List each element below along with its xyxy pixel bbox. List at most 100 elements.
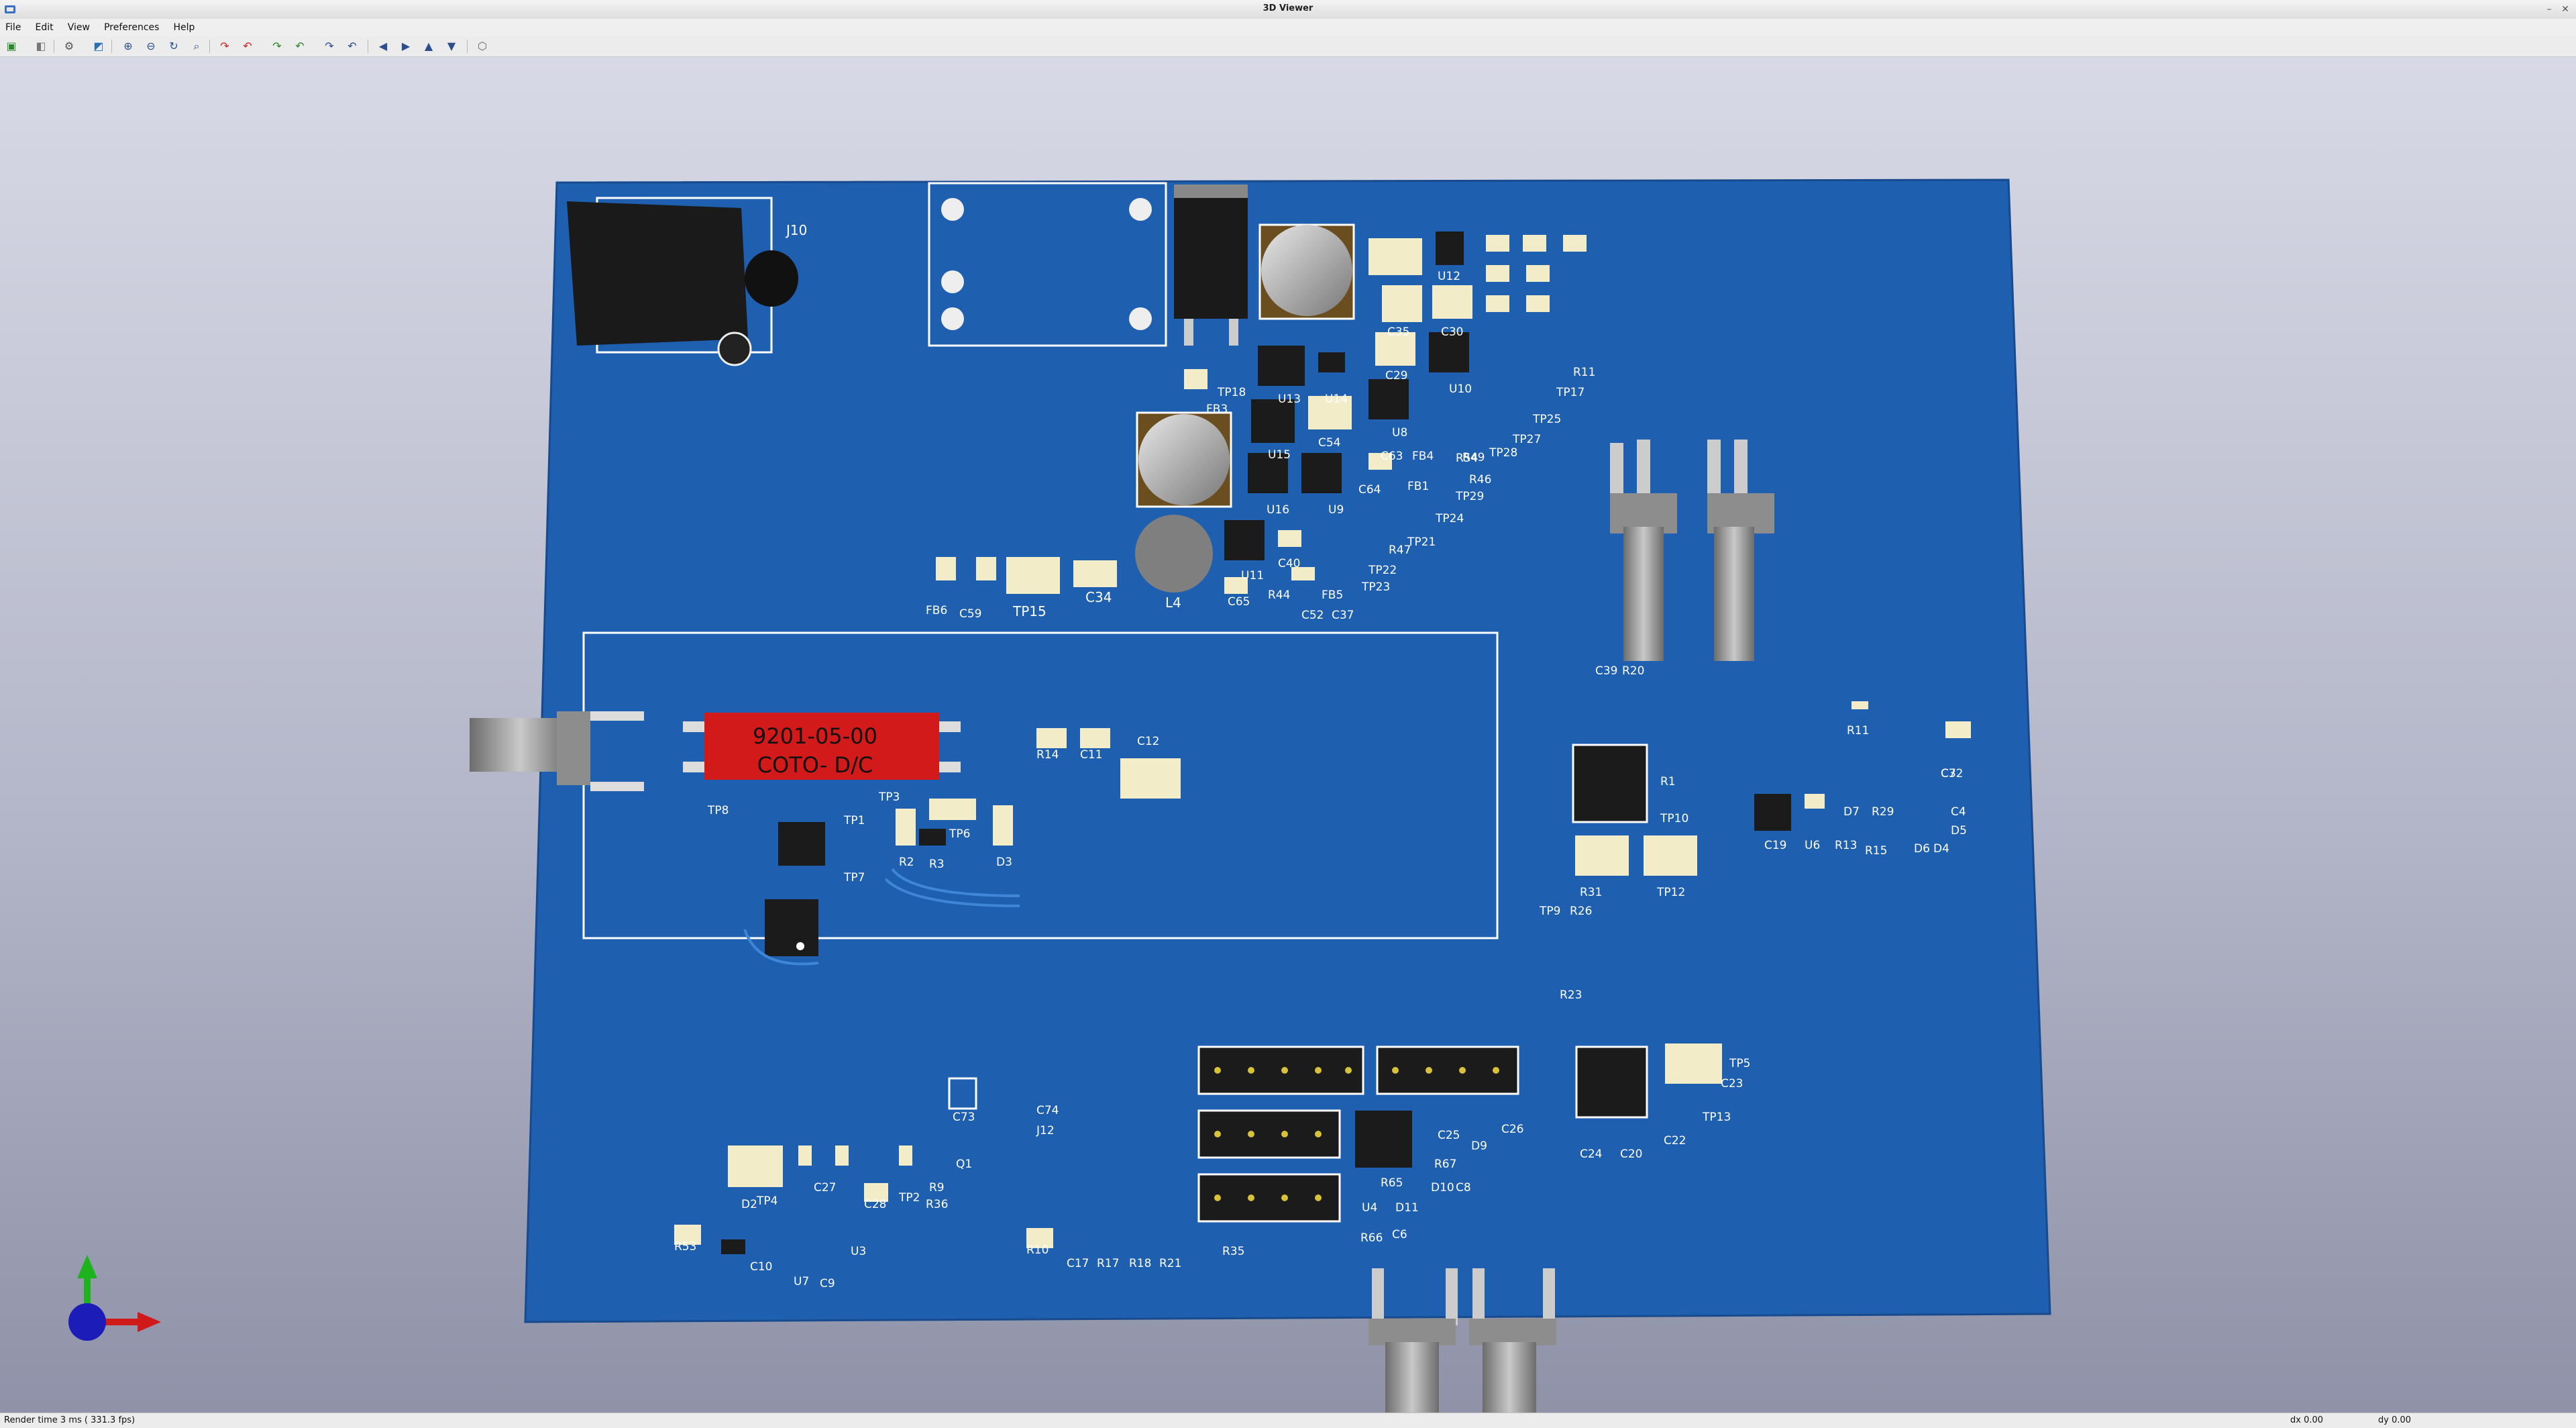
toolbar: ▣ ◧ ⚙ ◩ ⊕ ⊖ ↻ ⌕ ↷ ↶ ↷ ↶ ↷ ↶ ◀ ▶ ▲ ▼ ⬡ [0,36,2576,57]
ref-label: TP8 [707,804,729,817]
ref-label: FB3 [1206,403,1228,416]
ref-label: TP6 [949,827,970,841]
rotate-z-cw-icon[interactable]: ↷ [325,40,334,52]
sma-connector-left [470,711,644,791]
ref-label: D6 [1914,842,1930,856]
ref-label: TP21 [1407,536,1436,549]
menu-edit[interactable]: Edit [35,22,54,33]
status-bar: Render time 3 ms ( 331.3 fps) dx 0.00 dy… [0,1413,2576,1428]
zoom-out-icon[interactable]: ⊖ [146,40,156,52]
ref-label: C34 [1085,589,1112,605]
ref-label: D9 [1471,1139,1487,1153]
ref-label: U8 [1392,426,1407,440]
sma-connector-bottom-2 [1469,1268,1556,1413]
ref-label: Q1 [956,1158,972,1171]
ref-label: TP3 [878,790,900,804]
ref-label: U15 [1268,448,1291,462]
ref-label: R47 [1389,544,1411,557]
header-pins [1214,1067,1499,1201]
rotate-x-cw-icon[interactable]: ↷ [220,40,229,52]
ref-label: TP29 [1455,490,1484,503]
rotate-y-ccw-icon[interactable]: ↶ [295,40,305,52]
copy-image-icon[interactable]: ◩ [93,40,104,52]
ref-label: C12 [1137,735,1160,748]
zoom-in-icon[interactable]: ⊕ [123,40,133,52]
rotate-y-cw-icon[interactable]: ↷ [272,40,282,52]
pan-left-icon[interactable]: ◀ [378,40,388,52]
preferences-icon[interactable]: ⚙ [64,40,74,52]
dc-jack-j10 [567,197,798,366]
right-ics [1572,701,1971,1119]
rf-components [743,728,1181,966]
ref-label: D11 [1395,1201,1419,1215]
ref-label: TP7 [843,871,865,884]
pin-headers [1197,1046,1519,1223]
ref-label: FB1 [1407,480,1429,493]
ref-label: C59 [959,607,982,621]
ref-label: TP27 [1512,433,1541,446]
ref-label: R17 [1097,1257,1119,1270]
menu-file[interactable]: File [5,22,21,33]
ref-label: C8 [1456,1181,1471,1194]
ref-label: R53 [674,1240,696,1254]
ref-label: U4 [1362,1201,1377,1215]
ref-label: C52 [1301,609,1324,622]
pcb-scene: 9201-05-00 COTO- D/C [68,178,2051,1413]
relay-component: 9201-05-00 COTO- D/C [683,713,961,780]
ref-label: D5 [1951,824,1967,837]
ref-label: C65 [1228,595,1250,609]
ref-label: R44 [1268,589,1290,602]
electrolytic-cap-top [1258,223,1355,320]
ref-label: R14 [1036,748,1059,762]
ref-label: R11 [1847,724,1869,737]
ortho-toggle-icon[interactable]: ⬡ [478,40,487,52]
ref-label: TP22 [1368,564,1397,577]
ref-label: R23 [1560,988,1582,1002]
ref-label: C72 [1941,767,1964,780]
pan-up-icon[interactable]: ▲ [424,40,433,52]
ref-label: C20 [1620,1148,1643,1161]
close-icon[interactable]: ✕ [2561,4,2569,15]
rotate-z-ccw-icon[interactable]: ↶ [347,40,357,52]
silk-outline-top [928,182,1167,347]
menu-preferences[interactable]: Preferences [104,22,160,33]
regulator [1174,185,1248,346]
power-pads [936,235,1587,594]
redraw-icon[interactable]: ↻ [169,40,178,52]
pan-down-icon[interactable]: ▼ [447,40,456,52]
3d-viewport[interactable]: 9201-05-00 COTO- D/C [0,57,2576,1413]
inductor-l4 [1135,515,1213,593]
pan-right-icon[interactable]: ▶ [401,40,411,52]
ref-label: R13 [1835,839,1857,852]
ref-label: U3 [851,1245,866,1258]
minimize-icon[interactable]: – [2546,4,2552,15]
ref-label: C25 [1438,1129,1460,1142]
sma-connector-top-2 [1707,440,1774,661]
rotate-x-ccw-icon[interactable]: ↶ [243,40,252,52]
silk-outline-rf-section [582,631,1499,939]
title-bar: 3D Viewer – ✕ [0,0,2576,19]
ref-label: C23 [1721,1077,1743,1090]
render-icon[interactable]: ▣ [6,40,17,52]
ref-label: TP1 [843,814,865,827]
ref-label: R26 [1570,905,1592,918]
menu-bar: File Edit View Preferences Help [0,19,2576,37]
ref-label: R31 [1580,886,1602,899]
ref-label: R65 [1381,1176,1403,1190]
ref-label: R49 [1462,451,1485,464]
ref-label: R67 [1434,1158,1456,1171]
ref-label: R9 [929,1181,945,1194]
menu-view[interactable]: View [67,22,90,33]
ref-label: C11 [1080,748,1103,762]
ref-label: FB5 [1322,589,1343,602]
app-icon [5,5,15,13]
ref-label: D3 [996,856,1012,869]
ref-label: R18 [1129,1257,1151,1270]
zoom-fit-icon[interactable]: ⌕ [193,40,200,52]
ref-label: TP23 [1361,580,1390,594]
menu-help[interactable]: Help [173,22,195,33]
ref-label: R54 [1456,452,1478,465]
window-title: 3D Viewer [1263,3,1313,13]
ref-label: J10 [785,222,807,238]
ray-trace-icon[interactable]: ◧ [36,40,46,52]
